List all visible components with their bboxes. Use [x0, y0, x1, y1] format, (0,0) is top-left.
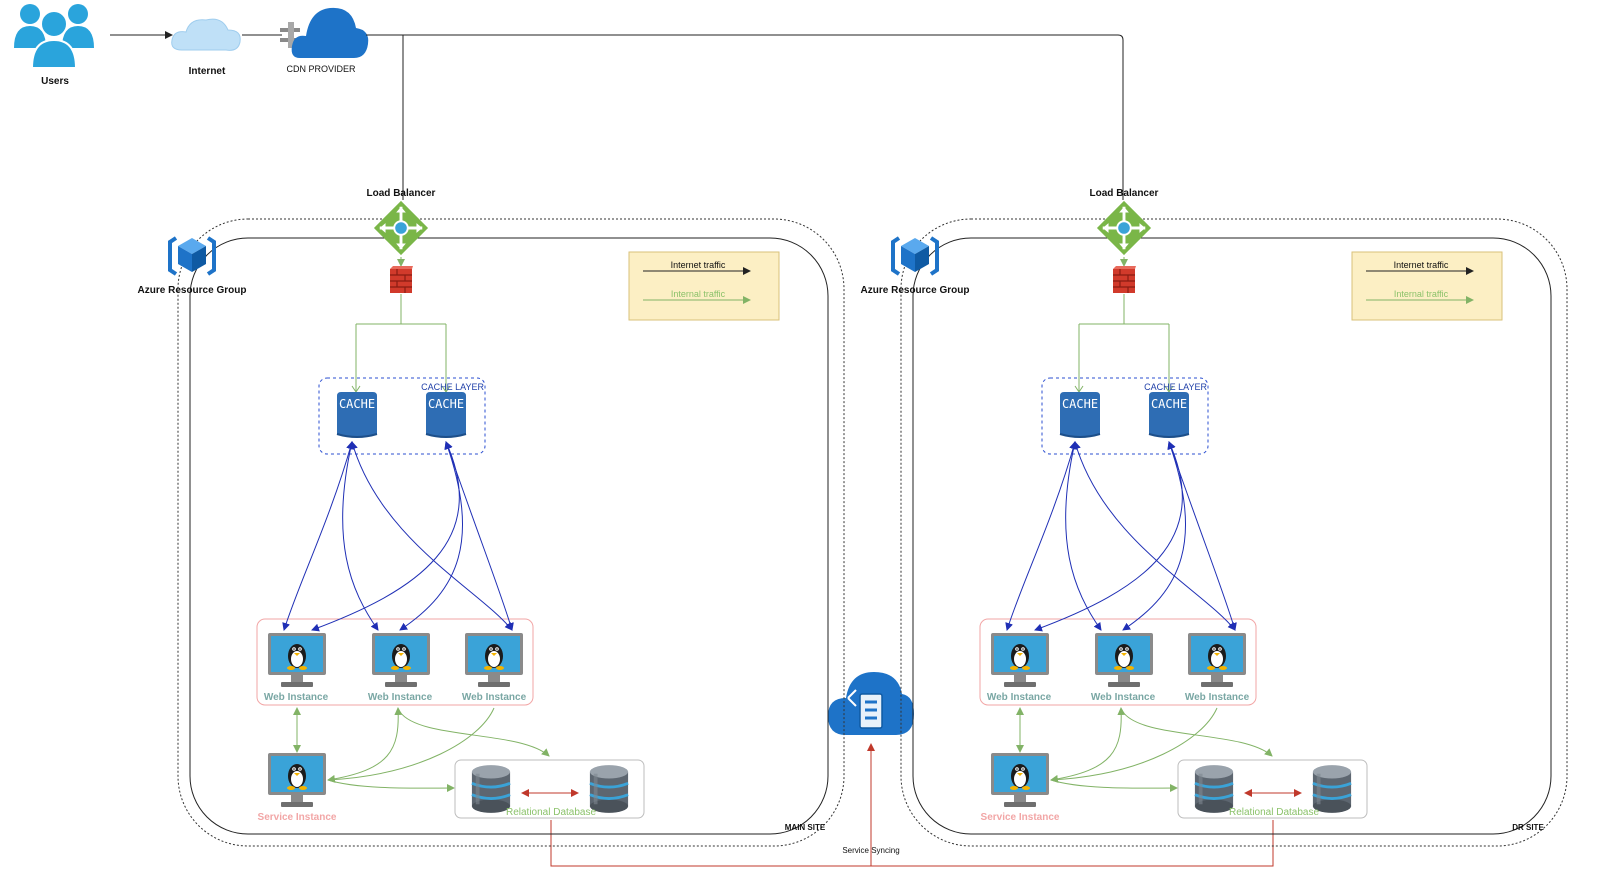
resource-group-boundary [189, 237, 829, 835]
web-instance-label: Web Instance [264, 692, 329, 703]
cache-label: CACHE [428, 397, 464, 411]
web-instance-label: Web Instance [1185, 692, 1250, 703]
cache-web-link [1005, 441, 1077, 631]
database-icon [1193, 764, 1235, 814]
service-db-link [327, 779, 455, 793]
linux-web-instance-icon [1095, 633, 1153, 687]
cache-web-link [444, 441, 514, 631]
cdn-to-main-lb-edge [366, 34, 404, 200]
legend-box [1351, 251, 1503, 321]
load-balancer-icon [1095, 199, 1153, 257]
service-syncing-label: Service Syncing [842, 846, 899, 855]
resource-group-label: Azure Resource Group [138, 285, 247, 296]
internet-label: Internet [189, 66, 226, 77]
sync-cloud-icon [828, 672, 914, 735]
cache-web-link [1034, 441, 1183, 632]
db-sync-line [550, 820, 1274, 867]
firewall-icon [1112, 266, 1136, 294]
resource-group-label: Azure Resource Group [861, 285, 970, 296]
service-instance-label: Service Instance [981, 812, 1060, 823]
cache-web-link [342, 441, 379, 631]
cache-web-link [1065, 441, 1102, 631]
linux-web-instance-icon [1188, 633, 1246, 687]
web-db-link [399, 711, 550, 757]
legend-internal-label: Internal traffic [671, 289, 726, 299]
cdn-cloud-icon [280, 7, 369, 59]
main-site-group: MAIN SITE Azure Resource Group Load Balanc… [138, 188, 845, 847]
service-web-link [1050, 707, 1218, 781]
web-instance-label: Web Instance [368, 692, 433, 703]
cache-web-link [311, 441, 460, 632]
database-icon [470, 764, 512, 814]
site-label: DR SITE [1512, 823, 1544, 832]
database-label: Relational Database [506, 807, 596, 818]
cache-label: CACHE [1062, 397, 1098, 411]
users-icon [14, 4, 94, 69]
linux-service-instance-icon [268, 753, 326, 807]
dr-site-group: DR SITE Azure Resource Group Load Balancer… [861, 188, 1568, 847]
cache-layer-label: CACHE LAYER [1144, 382, 1207, 392]
database-box [1177, 759, 1368, 819]
cdn-label: CDN PROVIDER [286, 64, 356, 74]
cache-layer-label: CACHE LAYER [421, 382, 484, 392]
cache-web-link [1167, 441, 1237, 631]
web-db-link [1122, 711, 1273, 757]
service-instance-label: Service Instance [258, 812, 337, 823]
cache-web-link [399, 441, 463, 631]
firewall-icon [389, 266, 413, 294]
firewall-to-cache-edges [355, 294, 447, 392]
legend-internet-label: Internet traffic [671, 260, 726, 270]
linux-service-instance-icon [991, 753, 1049, 807]
database-icon [1311, 764, 1353, 814]
linux-web-instance-icon [991, 633, 1049, 687]
cache-web-link [1122, 441, 1186, 631]
cache-web-link [282, 441, 354, 631]
firewall-to-cache-edges [1078, 294, 1170, 392]
resource-group-boundary [912, 237, 1552, 835]
legend-box [628, 251, 780, 321]
linux-web-instance-icon [268, 633, 326, 687]
load-balancer-icon [372, 199, 430, 257]
azure-resource-group-icon [168, 236, 216, 276]
legend-internal-label: Internal traffic [1394, 289, 1449, 299]
load-balancer-label: Load Balancer [1090, 188, 1159, 199]
users-label: Users [41, 76, 69, 87]
web-instance-label: Web Instance [987, 692, 1052, 703]
legend-internet-label: Internet traffic [1394, 260, 1449, 270]
cache-layer-box [1041, 377, 1209, 455]
cdn-to-dr-lb-edge [403, 34, 1124, 200]
linux-web-instance-icon [465, 633, 523, 687]
service-web-link [327, 707, 495, 781]
database-icon [588, 764, 630, 814]
cache-layer-box [318, 377, 486, 455]
database-label: Relational Database [1229, 807, 1319, 818]
service-db-link [1050, 779, 1178, 793]
cache-label: CACHE [1151, 397, 1187, 411]
web-instance-label: Web Instance [462, 692, 527, 703]
database-box [454, 759, 645, 819]
internet-cloud-icon [171, 18, 241, 51]
linux-web-instance-icon [372, 633, 430, 687]
web-instance-label: Web Instance [1091, 692, 1156, 703]
cache-label: CACHE [339, 397, 375, 411]
service-web-link [1050, 707, 1126, 783]
azure-resource-group-icon [891, 236, 939, 276]
service-web-link [327, 707, 403, 783]
site-label: MAIN SITE [785, 823, 826, 832]
load-balancer-label: Load Balancer [367, 188, 436, 199]
